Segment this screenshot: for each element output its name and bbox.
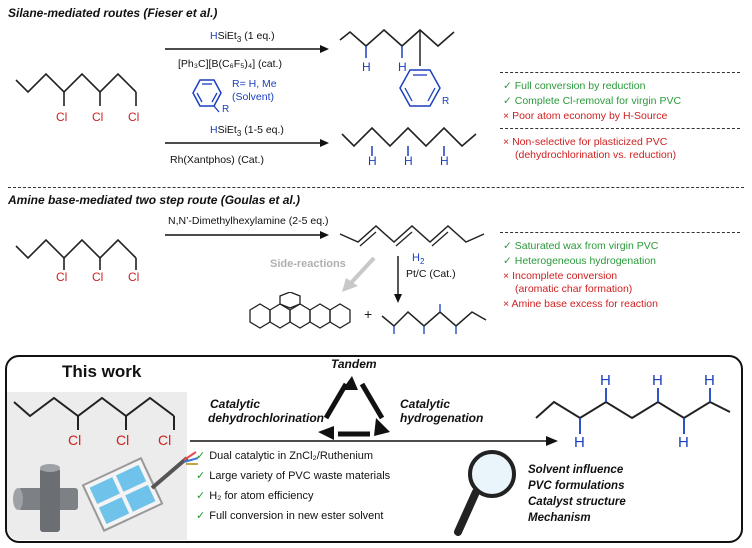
cl-label: Cl bbox=[158, 432, 172, 448]
note-item: (aromatic char formation) bbox=[515, 283, 633, 295]
cl-label: Cl bbox=[128, 110, 140, 124]
cl-label: Cl bbox=[92, 110, 104, 124]
pe-product-this-work bbox=[535, 388, 731, 434]
reaction2-reagent: HSiEt3 (1-5 eq.) bbox=[210, 124, 284, 139]
pvc-waste-items-icon bbox=[13, 451, 199, 532]
amine-notes: ✓ Saturated wax from virgin PVC ✓ Hetero… bbox=[503, 240, 658, 311]
this-work-bullets: ✓Dual catalytic in ZnCl₂/Ruthenium ✓Larg… bbox=[196, 446, 390, 526]
reaction1-arrow bbox=[165, 45, 329, 53]
bullet-item: ✓Large variety of PVC waste materials bbox=[196, 470, 391, 482]
cl-label: Cl bbox=[56, 270, 68, 284]
cl-label: Cl bbox=[68, 432, 82, 448]
reaction1-catalyst: [Ph₃C][B(C₆F₅)₄] (cat.) bbox=[178, 58, 282, 70]
step1-label: Catalytic dehydrochlorination bbox=[208, 397, 325, 425]
h-label: H bbox=[652, 372, 663, 389]
reaction1-reagent: HSiEt3 (1 eq.) bbox=[210, 30, 275, 45]
polyene-structure bbox=[339, 224, 485, 247]
h-label: H bbox=[362, 60, 371, 74]
notes-divider bbox=[500, 128, 740, 129]
h-label: H bbox=[398, 60, 407, 74]
this-work-arrow bbox=[190, 436, 558, 446]
magnifier-icon bbox=[454, 450, 516, 536]
reaction2-arrow bbox=[165, 139, 329, 147]
amine-catalyst: Pt/C (Cat.) bbox=[406, 268, 456, 280]
side-reactions-label: Side-reactions bbox=[270, 258, 346, 270]
notes-divider bbox=[500, 72, 740, 73]
cl-label: Cl bbox=[92, 270, 104, 284]
h-label: H bbox=[368, 154, 377, 168]
product1-r-label: R bbox=[442, 96, 450, 107]
product1-structure bbox=[339, 28, 455, 107]
pe-product-structure bbox=[381, 304, 487, 334]
pvc-chain-silane bbox=[15, 72, 137, 106]
silane-section-title: Silane-mediated routes (Fieser et al.) bbox=[8, 6, 218, 20]
cl-label: Cl bbox=[56, 110, 68, 124]
cl-label: Cl bbox=[116, 432, 130, 448]
note-item: × Poor atom economy by H-Source bbox=[503, 110, 668, 122]
solvent-r-label: R bbox=[222, 104, 230, 115]
bullet-item: ✓Dual catalytic in ZnCl₂/Ruthenium bbox=[196, 450, 374, 462]
reaction2-catalyst: Rh(Xantphos) (Cat.) bbox=[170, 154, 264, 166]
note-item: ✓ Heterogeneous hydrogenation bbox=[503, 255, 657, 267]
solvent-note: R= H, Me (Solvent) bbox=[232, 78, 277, 103]
note-item: ✓ Saturated wax from virgin PVC bbox=[503, 240, 659, 252]
note-item: ✓ Full conversion by reduction bbox=[503, 80, 646, 92]
bullet-item: ✓Full conversion in new ester solvent bbox=[196, 510, 384, 522]
note-item: × Amine base excess for reaction bbox=[503, 298, 658, 310]
note-item: × Incomplete conversion bbox=[503, 270, 618, 282]
note-item: × Non-selective for plasticized PVC bbox=[503, 136, 668, 148]
h-label: H bbox=[440, 154, 449, 168]
cl-label: Cl bbox=[128, 270, 140, 284]
this-work-panel bbox=[5, 355, 743, 543]
pvc-chain-amine bbox=[15, 238, 137, 270]
analysis-list: Solvent influence PVC formulations Catal… bbox=[528, 464, 626, 524]
bullet-item: ✓H₂ for atom efficiency bbox=[196, 490, 314, 502]
h-label: H bbox=[704, 372, 715, 389]
h-label: H bbox=[678, 434, 689, 451]
h-label: H bbox=[600, 372, 611, 389]
h2-label: H2 bbox=[412, 252, 425, 267]
amine-reagent: N,N’-Dimethylhexylamine (2-5 eq.) bbox=[168, 215, 329, 227]
pvc-chain-this-work bbox=[13, 396, 175, 430]
tandem-cycle-icon bbox=[318, 376, 390, 440]
hydrogenation-arrow bbox=[394, 256, 402, 303]
notes-divider bbox=[500, 232, 740, 233]
note-item: ✓ Complete Cl-removal for virgin PVC bbox=[503, 95, 682, 107]
silane-notes: ✓ Full conversion by reduction ✓ Complet… bbox=[503, 80, 681, 123]
h-label: H bbox=[404, 154, 413, 168]
amine-arrow bbox=[165, 231, 329, 239]
this-work-title: This work bbox=[62, 362, 142, 381]
side-reaction-arrow bbox=[342, 256, 376, 292]
aromatic-char-structure bbox=[249, 292, 351, 329]
section-divider bbox=[8, 187, 744, 188]
plus-sign: + bbox=[364, 306, 373, 322]
note-item: (dehydrochlorination vs. reduction) bbox=[515, 149, 677, 161]
amine-section-title: Amine base-mediated two step route (Goul… bbox=[8, 193, 301, 207]
product2-structure bbox=[341, 126, 477, 156]
h-label: H bbox=[574, 434, 585, 451]
solvent-benzene-icon bbox=[192, 79, 222, 113]
step2-label: Catalytic hydrogenation bbox=[400, 397, 484, 425]
silane-notes-2: × Non-selective for plasticized PVC (deh… bbox=[503, 136, 676, 162]
tandem-label: Tandem bbox=[331, 357, 377, 371]
